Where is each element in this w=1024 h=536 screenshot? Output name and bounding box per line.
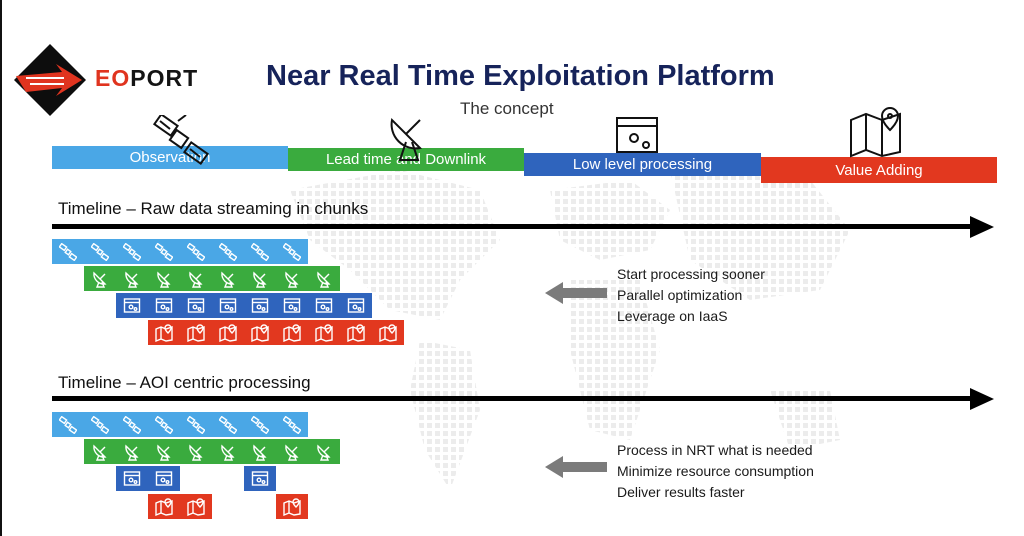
value-adding-chunk-tile [276,320,308,345]
processing-chunk-tile [340,293,372,318]
observation-chunk-tile [212,412,244,437]
downlink-chunk-tile [180,439,212,464]
value-adding-chunk-tile [180,320,212,345]
grey-left-arrow-1 [545,282,607,304]
timeline-aoi-benefits: Process in NRT what is needed Minimize r… [617,440,814,503]
processing-chunk-tile [244,466,276,491]
downlink-chunk-tile [308,266,340,291]
observation-chunk-tile [52,239,84,264]
downlink-chunk-tile [180,266,212,291]
observation-chunk-tile [244,412,276,437]
grey-left-arrow-2 [545,456,607,478]
observation-chunk-tile [116,412,148,437]
downlink-chunk-tile [308,439,340,464]
value-adding-chunk-tile [372,320,404,345]
processing-chunk-tile [116,466,148,491]
brand-wordmark: EOPORT [95,65,198,92]
downlink-chunk-tile [244,439,276,464]
benefit-item: Minimize resource consumption [617,463,814,479]
observation-chunk-tile [180,239,212,264]
timeline-aoi-label: Timeline – AOI centric processing [58,373,311,392]
processing-chunk-tile [244,293,276,318]
timeline-raw-arrowhead [970,216,994,238]
downlink-chunk-tile [276,439,308,464]
benefit-item: Deliver results faster [617,484,745,500]
timeline-raw-benefits: Start processing sooner Parallel optimiz… [617,264,765,327]
processing-chunk-tile [308,293,340,318]
observation-chunk-tile [52,412,84,437]
benefit-item: Leverage on IaaS [617,308,728,324]
processing-chunk-tile [212,293,244,318]
observation-chunk-tile [148,412,180,437]
benefit-item: Start processing sooner [617,266,765,282]
map-pin-icon [850,106,901,158]
value-adding-chunk-tile [308,320,340,345]
processing-chunk-tile [116,293,148,318]
stage-label: Observation [129,149,211,166]
processing-chunk-tile [180,293,212,318]
processing-chunk-tile [148,466,180,491]
value-adding-chunk-tile [244,320,276,345]
downlink-chunk-tile [212,439,244,464]
stage-observation: Observation [52,146,288,169]
downlink-chunk-tile [116,439,148,464]
processing-window-icon [616,117,658,153]
observation-chunk-tile [180,412,212,437]
benefit-item: Process in NRT what is needed [617,442,813,458]
observation-chunk-tile [84,412,116,437]
observation-chunk-tile [276,412,308,437]
satellite-icon [152,115,210,166]
downlink-chunk-tile [276,266,308,291]
downlink-chunk-tile [212,266,244,291]
value-adding-chunk-tile [340,320,372,345]
stage-label: Value Adding [835,161,923,179]
timeline-aoi-arrowhead [970,388,994,410]
observation-chunk-tile [148,239,180,264]
value-adding-chunk-tile [148,494,180,519]
downlink-chunk-tile [244,266,276,291]
downlink-chunk-tile [84,439,116,464]
downlink-chunk-tile [148,266,180,291]
processing-chunk-tile [276,293,308,318]
value-adding-chunk-tile [180,494,212,519]
stage-label: Low level processing [572,156,713,173]
value-adding-chunk-tile [148,320,180,345]
timeline-aoi-line [52,396,972,401]
left-border [0,0,2,536]
processing-chunk-tile [148,293,180,318]
downlink-chunk-tile [116,266,148,291]
observation-chunk-tile [276,239,308,264]
timeline-raw-label: Timeline – Raw data streaming in chunks [58,199,369,218]
observation-chunk-tile [116,239,148,264]
dish-antenna-icon [390,117,423,161]
timeline-raw-line [52,224,972,229]
value-adding-chunk-tile [212,320,244,345]
value-adding-chunk-tile [276,494,308,519]
downlink-chunk-tile [84,266,116,291]
benefit-item: Parallel optimization [617,287,743,303]
page-title: Near Real Time Exploitation Platform [266,60,775,92]
stage-processing: Low level processing [524,153,761,176]
eoport-logo [14,44,86,116]
observation-chunk-tile [212,239,244,264]
page-subtitle: The concept [460,99,554,118]
observation-chunk-tile [244,239,276,264]
brand-eo: EO [95,65,131,91]
downlink-chunk-tile [148,439,180,464]
observation-chunk-tile [84,239,116,264]
brand-port: PORT [130,65,199,91]
stage-value-adding: Value Adding [761,157,997,183]
